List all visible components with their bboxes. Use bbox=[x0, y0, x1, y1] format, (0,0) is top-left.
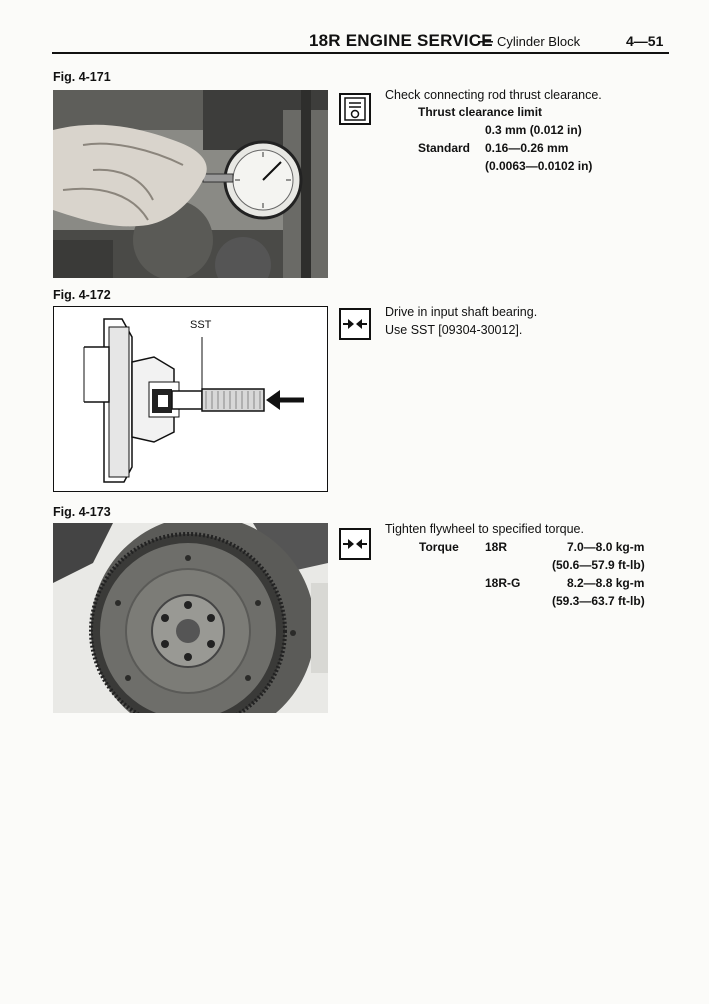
header-rule bbox=[52, 52, 669, 54]
instruction-text: Tighten flywheel to specified torque. bbox=[385, 522, 584, 536]
sst-label: SST bbox=[190, 319, 212, 331]
standard-value-inch: (0.0063—0.0102 in) bbox=[485, 159, 593, 173]
sst-text: Use SST [09304-30012]. bbox=[385, 323, 523, 337]
torque-label: Torque bbox=[419, 540, 459, 554]
header-subtitle: Cylinder Block bbox=[497, 34, 581, 49]
limit-label: Thrust clearance limit bbox=[418, 105, 543, 119]
figure-4-172-diagram: SST bbox=[53, 306, 328, 492]
torque-value: 8.2—8.8 kg-m bbox=[567, 576, 645, 590]
figure-label: Fig. 4-172 bbox=[53, 288, 111, 302]
press-fit-icon bbox=[339, 308, 371, 340]
figure-label: Fig. 4-171 bbox=[53, 70, 111, 84]
figure-4-171-photo bbox=[53, 90, 328, 278]
figure-label: Fig. 4-173 bbox=[53, 505, 111, 519]
standard-label: Standard bbox=[418, 141, 471, 155]
header-title: 18R ENGINE SERVICE bbox=[309, 31, 493, 50]
limit-value: 0.3 mm (0.012 in) bbox=[485, 123, 582, 137]
measure-icon bbox=[339, 93, 371, 125]
standard-value: 0.16—0.26 mm bbox=[485, 141, 569, 155]
torque-model: 18R bbox=[485, 540, 508, 554]
bearing-install-diagram-icon bbox=[83, 318, 304, 483]
flywheel-photo-icon bbox=[53, 523, 328, 713]
press-fit-icon bbox=[339, 528, 371, 560]
instruction-text: Drive in input shaft bearing. bbox=[385, 305, 538, 319]
header-dash: — bbox=[478, 33, 493, 50]
torque-value-ftlb: (59.3—63.7 ft-lb) bbox=[552, 594, 645, 608]
torque-value-ftlb: (50.6—57.9 ft-lb) bbox=[552, 558, 645, 572]
torque-model: 18R-G bbox=[485, 576, 521, 590]
torque-value: 7.0—8.0 kg-m bbox=[567, 540, 645, 554]
figure-4-173-photo bbox=[53, 523, 328, 713]
instruction-text: Check connecting rod thrust clearance. bbox=[385, 88, 602, 102]
page-number: 4—51 bbox=[626, 33, 664, 49]
dial-gauge-photo-icon bbox=[53, 90, 328, 278]
